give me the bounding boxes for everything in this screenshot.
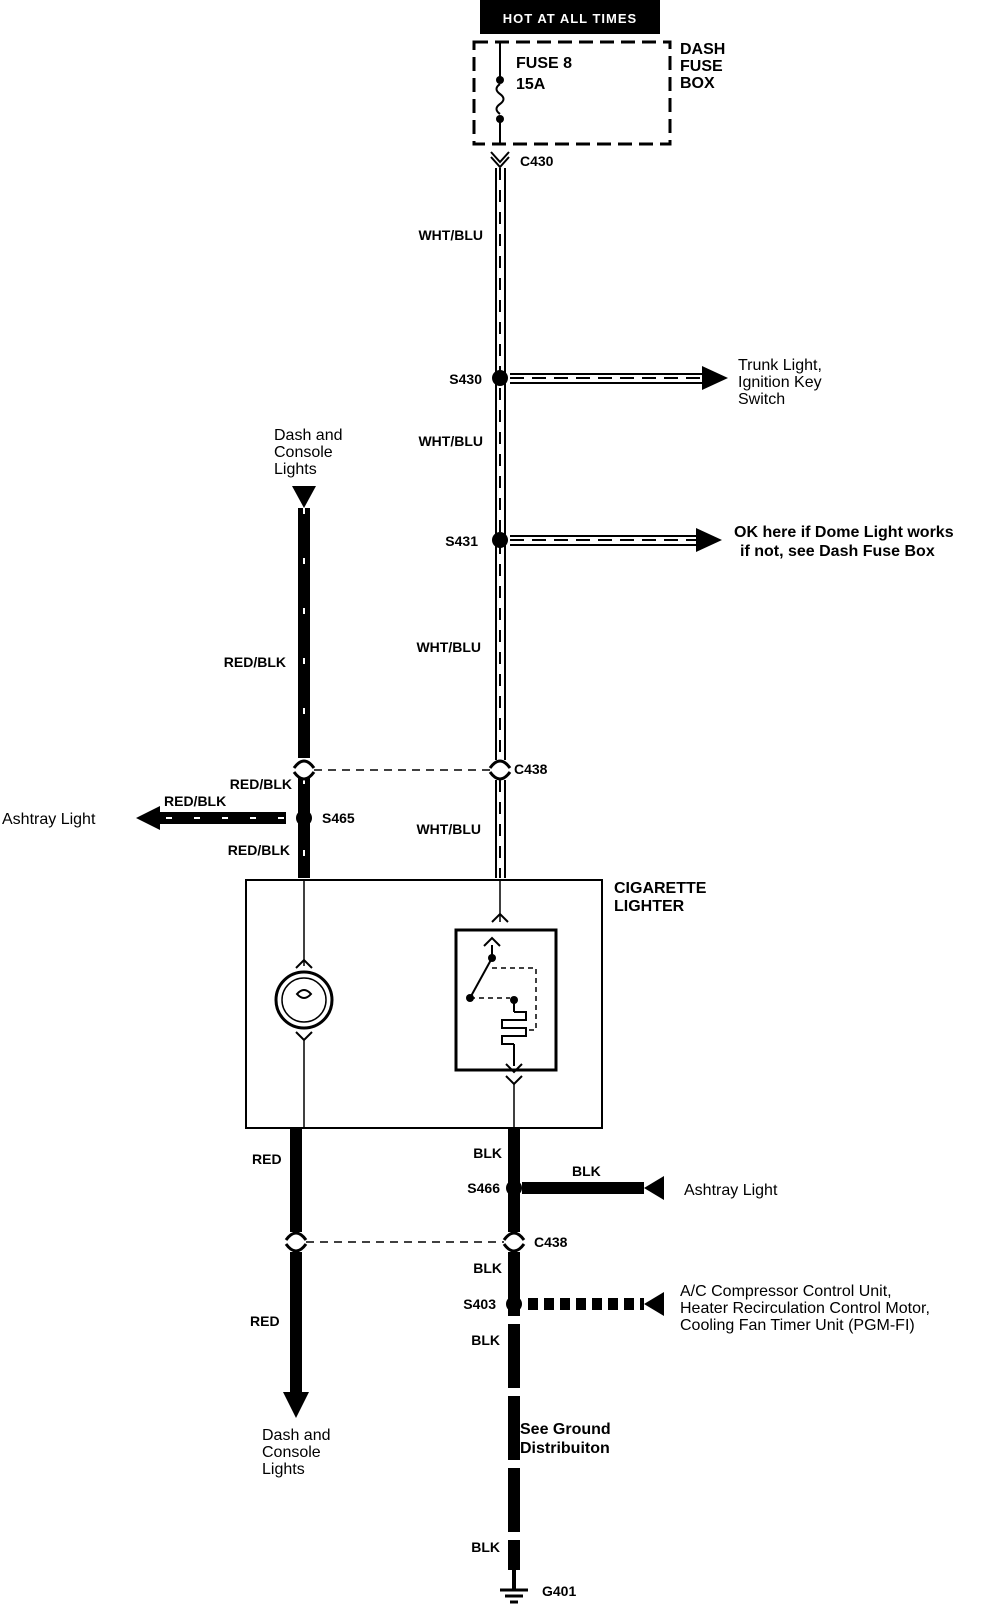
red-blk-label-3: RED/BLK [164, 793, 226, 809]
connector-c430: C430 [490, 151, 554, 169]
ashtray-light-left-label: Ashtray Light [2, 811, 96, 828]
wht-blu-label-1: WHT/BLU [418, 227, 483, 243]
dash-console-lights-top: Dash and Console Lights [274, 427, 343, 508]
dash-console-bottom-label-2: Console [262, 1444, 321, 1461]
dash-console-top-label-1: Dash and [274, 427, 343, 444]
trunk-light-label-3: Switch [738, 391, 785, 408]
s466-label: S466 [467, 1180, 500, 1196]
ground-distribution-label-2: Distribuiton [520, 1440, 610, 1457]
ac-compressor-label-3: Cooling Fan Timer Unit (PGM-FI) [680, 1317, 915, 1334]
wht-blu-label-3: WHT/BLU [416, 639, 481, 655]
lighter-element-icon [454, 928, 558, 1072]
trunk-light-label-1: Trunk Light, [738, 357, 822, 374]
arrow-left-icon [644, 1292, 664, 1316]
arrow-right-icon [696, 528, 722, 552]
arrow-left-icon [644, 1176, 664, 1200]
dash-console-bottom-label-1: Dash and [262, 1427, 331, 1444]
splice-s431: S431 OK here if Dome Light works if not,… [445, 524, 953, 560]
dash-console-top-label-3: Lights [274, 461, 317, 478]
splice-s430: S430 Trunk Light, Ignition Key Switch [449, 357, 822, 408]
fuse-box-label-1: DASH [680, 41, 725, 58]
red-blk-label-1: RED/BLK [224, 654, 286, 670]
arrow-down-icon [292, 486, 316, 508]
wht-blu-label-4: WHT/BLU [416, 821, 481, 837]
blk-label-2: BLK [572, 1163, 601, 1179]
splice-s466: S466 Ashtray Light [467, 1176, 778, 1200]
ground-g401: G401 [500, 1570, 576, 1604]
cigarette-lighter-label-2: LIGHTER [614, 898, 685, 915]
wht-blu-wire [495, 168, 506, 878]
hot-label: HOT AT ALL TIMES [503, 11, 637, 26]
red-blk-label-2: RED/BLK [230, 776, 292, 792]
ashtray-light-right-label: Ashtray Light [684, 1182, 778, 1199]
cigarette-lighter-label-1: CIGARETTE [614, 880, 707, 897]
ac-compressor-label-2: Heater Recirculation Control Motor, [680, 1300, 930, 1317]
blk-label-3: BLK [473, 1260, 502, 1276]
fuse-box-label-2: FUSE [680, 58, 723, 75]
fuse-rating: 15A [516, 76, 546, 93]
connector-c438-upper: C438 [292, 759, 548, 781]
red-label-2: RED [250, 1313, 280, 1329]
red-blk-label-4: RED/BLK [228, 842, 290, 858]
arrow-down-icon [283, 1392, 309, 1418]
s431-label: S431 [445, 533, 478, 549]
cigarette-lighter: CIGARETTE LIGHTER [245, 879, 707, 1129]
trunk-light-label-2: Ignition Key [738, 374, 822, 391]
splice-s403: S403 A/C Compressor Control Unit, Heater… [463, 1283, 930, 1334]
ground-distribution-label-1: See Ground [520, 1421, 611, 1438]
c438-lower-label: C438 [534, 1234, 568, 1250]
dash-fuse-box: FUSE 8 15A DASH FUSE BOX [472, 40, 725, 146]
s430-label: S430 [449, 371, 482, 387]
arrow-left-icon [136, 806, 160, 830]
blk-label-4: BLK [471, 1332, 500, 1348]
connector-c438-lower: C438 [284, 1231, 568, 1253]
bulb-icon [274, 970, 334, 1030]
ac-compressor-label-1: A/C Compressor Control Unit, [680, 1283, 892, 1300]
red-label-1: RED [252, 1151, 282, 1167]
c430-label: C430 [520, 153, 554, 169]
fuse-icon [495, 83, 505, 115]
dome-light-note-1: OK here if Dome Light works [734, 524, 954, 541]
g401-label: G401 [542, 1583, 576, 1599]
red-wire [283, 1128, 309, 1418]
dome-light-note-2: if not, see Dash Fuse Box [740, 543, 935, 560]
splice-s465: S465 Ashtray Light [2, 806, 355, 830]
fuse-box-label-3: BOX [680, 75, 715, 92]
blk-label-5: BLK [471, 1539, 500, 1555]
hot-at-all-times-header: HOT AT ALL TIMES [480, 0, 660, 34]
dash-console-lights-bottom: Dash and Console Lights [262, 1427, 331, 1478]
s465-label: S465 [322, 810, 355, 826]
dash-console-bottom-label-3: Lights [262, 1461, 305, 1478]
fuse-name: FUSE 8 [516, 55, 572, 72]
s403-label: S403 [463, 1296, 496, 1312]
blk-label-1: BLK [473, 1145, 502, 1161]
wht-blu-label-2: WHT/BLU [418, 433, 483, 449]
dash-console-top-label-2: Console [274, 444, 333, 461]
c438-upper-label: C438 [514, 761, 548, 777]
arrow-right-icon [702, 366, 728, 390]
